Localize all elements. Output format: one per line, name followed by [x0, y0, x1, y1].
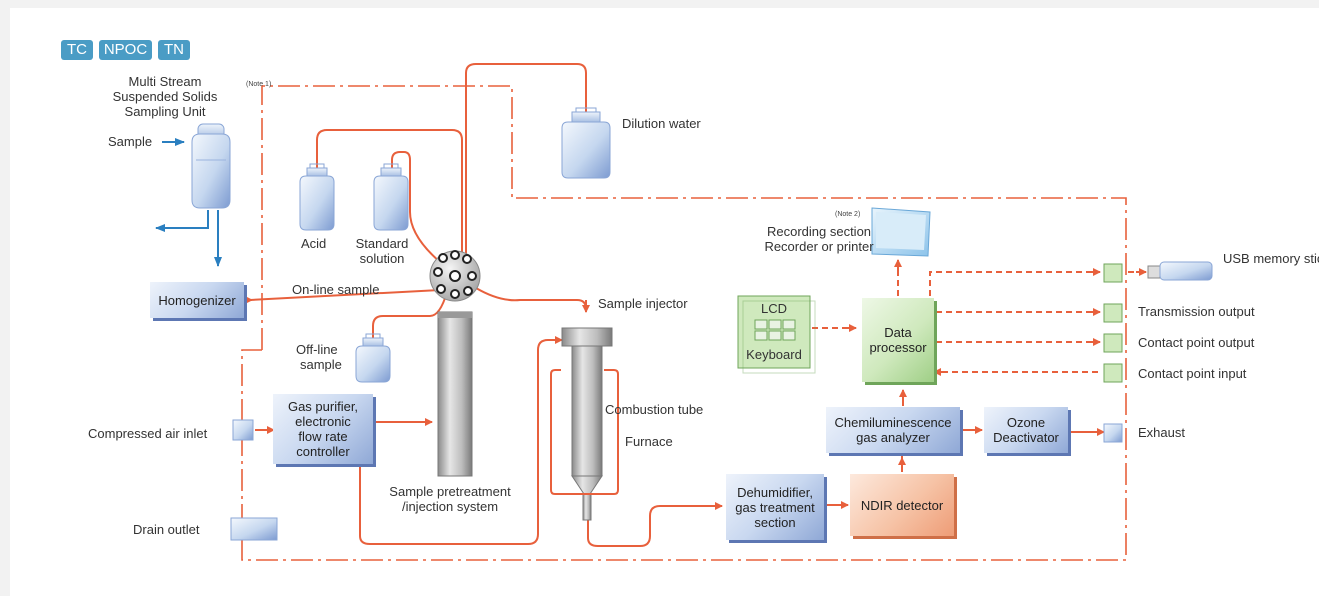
offline-sample-label-2: sample [300, 357, 342, 372]
transmission-output-label: Transmission output [1138, 304, 1255, 319]
pretreatment-label-1: Sample pretreatment [389, 484, 511, 499]
dilution-water-label: Dilution water [622, 116, 701, 131]
online-sample-label: On-line sample [292, 282, 380, 297]
ndir-detector-box: NDIR detector [850, 474, 954, 536]
signal-arrows [846, 259, 1147, 376]
tubing-arrows [245, 296, 1105, 510]
multiport-valve-icon [429, 250, 481, 302]
ozone-deactivator-box: Ozone Deactivator [984, 407, 1068, 453]
multi-stream-label-2: Suspended Solids [112, 89, 218, 104]
sampling-unit-icon [191, 123, 231, 209]
exhaust-label: Exhaust [1138, 425, 1185, 440]
output-connectors [230, 263, 1123, 541]
contact-point-output-label: Contact point output [1138, 335, 1255, 350]
signal-lines [812, 264, 1143, 373]
recording-label-2: Recorder or printer [764, 239, 874, 254]
lcd-label: LCD [760, 301, 787, 316]
sample-injector-label: Sample injector [598, 296, 688, 311]
homogenizer-box: Homogenizer [150, 282, 244, 318]
pretreatment-label-2: /injection system [401, 499, 499, 514]
standard-label-2: solution [359, 251, 405, 266]
combustion-tube-icon [561, 327, 613, 521]
compressed-air-label: Compressed air inlet [88, 426, 208, 441]
data-processor-box: Data processor [862, 298, 934, 382]
sample-label: Sample [108, 134, 153, 149]
enclosure-boundary [241, 85, 1127, 561]
pretreatment-cylinder-icon [437, 311, 473, 477]
sample-flow-arrows [155, 138, 222, 267]
usb-label: USB memory stick [1223, 251, 1319, 266]
multi-stream-label-1: Multi Stream [128, 74, 202, 89]
keypad-icon [754, 319, 796, 341]
standard-label-1: Standard [355, 236, 409, 251]
dehumidifier-box: Dehumidifier, gas treatment section [726, 474, 824, 540]
recording-label-1: Recording section [766, 224, 872, 239]
gas-purifier-box: Gas purifier, electronic flow rate contr… [273, 394, 373, 464]
tc-tag: TC [61, 40, 93, 60]
usb-stick-icon [1147, 261, 1213, 281]
chemiluminescence-analyzer-box: Chemiluminescence gas analyzer [826, 407, 960, 453]
contact-point-input-label: Contact point input [1138, 366, 1247, 381]
furnace-label: Furnace [625, 434, 673, 449]
acid-bottle-icon [299, 163, 335, 231]
note-2: (Note 2) [835, 211, 861, 218]
lcd-keyboard-panel [737, 295, 816, 374]
furnace-outline [550, 369, 619, 495]
keyboard-label: Keyboard [746, 347, 802, 362]
drain-outlet-label: Drain outlet [133, 522, 200, 537]
recorder-monitor-icon [871, 207, 931, 257]
offline-sample-label-1: Off-line [296, 342, 338, 357]
npoc-tag: NPOC [99, 40, 152, 60]
tn-tag: TN [158, 40, 190, 60]
multi-stream-label-3: Sampling Unit [124, 104, 206, 119]
dilution-water-bottle-icon [561, 107, 611, 179]
standard-solution-bottle-icon [373, 163, 409, 231]
offline-sample-bottle-icon [355, 333, 391, 383]
combustion-tube-label: Combustion tube [605, 402, 704, 417]
acid-label: Acid [301, 236, 327, 251]
note-1: (Note 1) [246, 81, 272, 88]
